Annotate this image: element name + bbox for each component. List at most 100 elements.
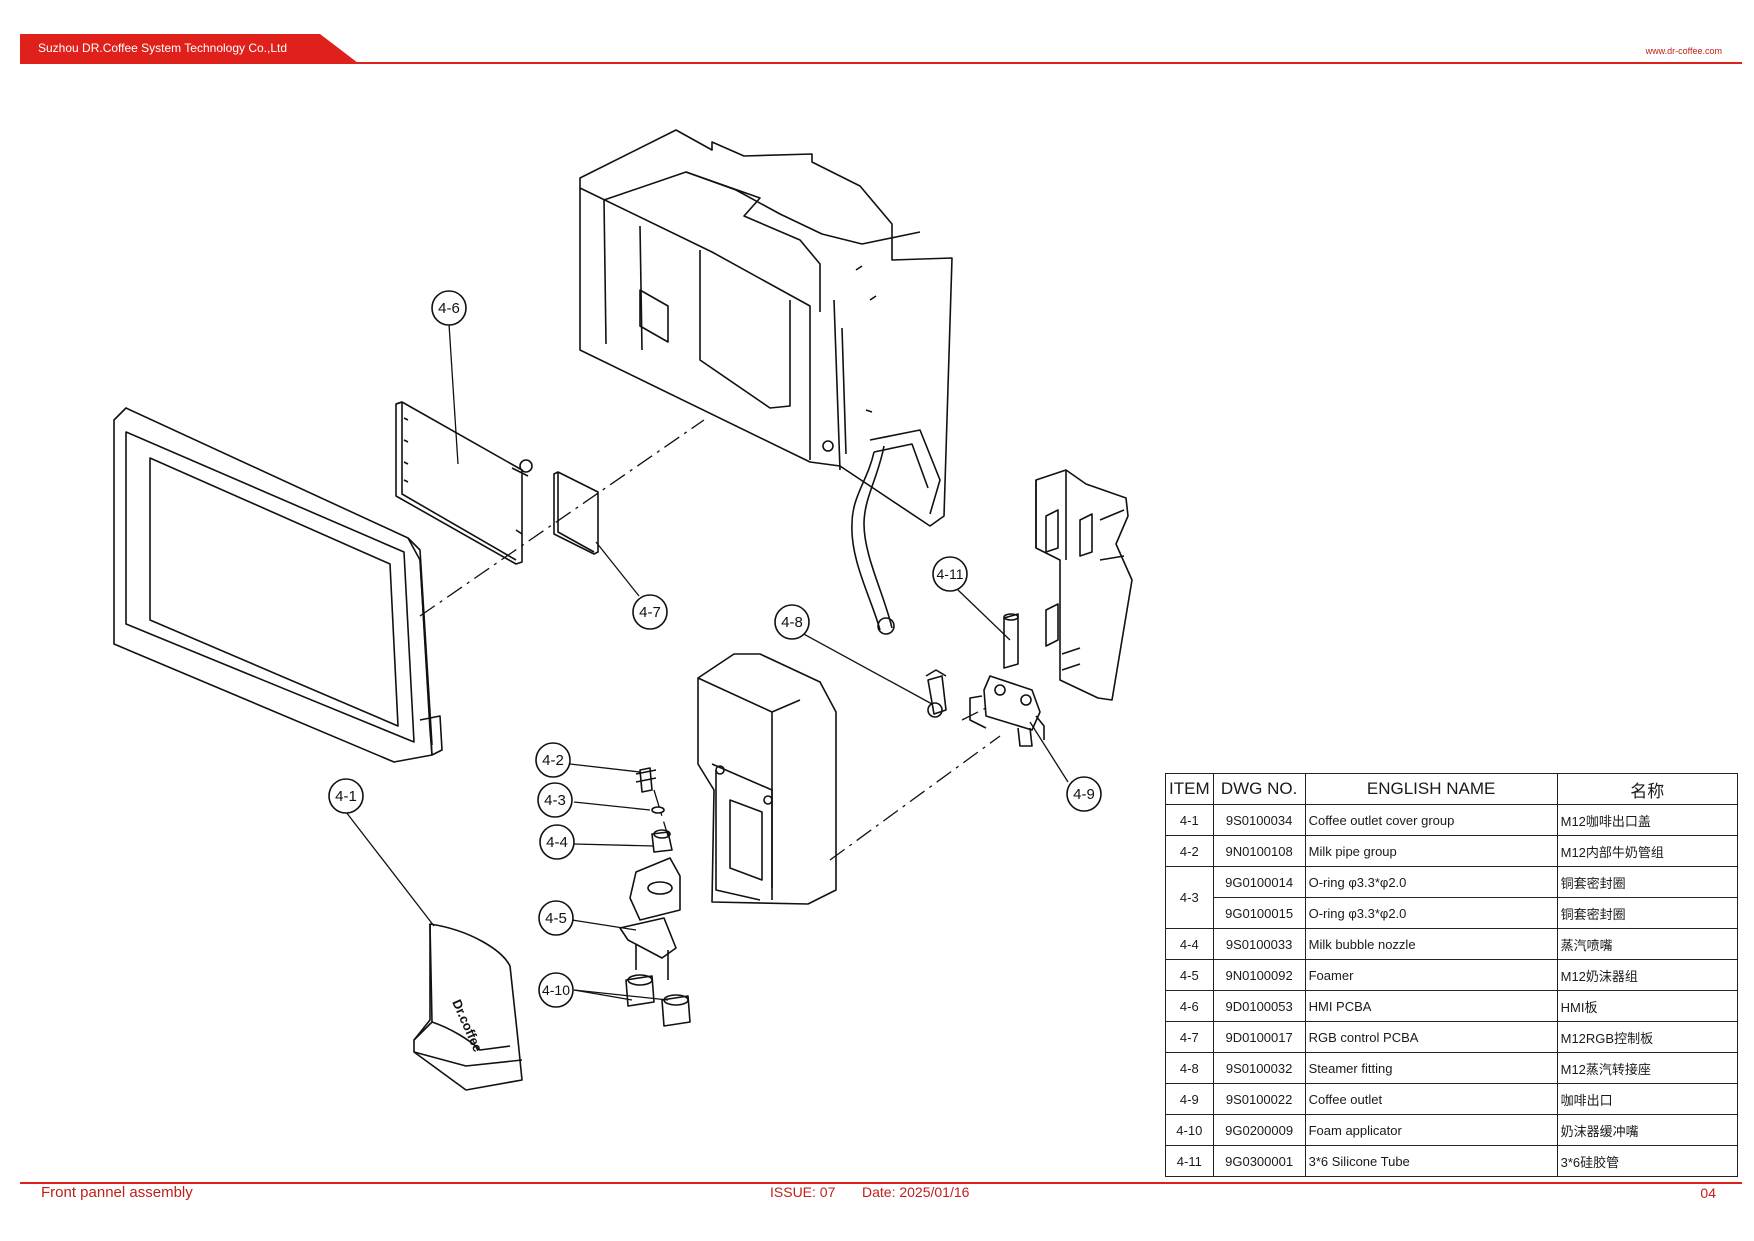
col-item: ITEM [1165, 773, 1214, 805]
header-rule [20, 62, 1742, 64]
cell-cn: M12咖啡出口盖 [1556, 804, 1739, 836]
callout-4-10: 4-10 [538, 972, 574, 1008]
cell-cn: 奶沫器缓冲嘴 [1556, 1114, 1739, 1146]
col-english-name: ENGLISH NAME [1304, 773, 1558, 805]
cell-dwg: 9G0100014 [1212, 866, 1306, 898]
table-row: 4-11 9G0300001 3*6 Silicone Tube 3*6硅胶管 [1165, 1145, 1739, 1177]
col-chinese-name: 名称 [1556, 773, 1739, 805]
cell-cn: M12内部牛奶管组 [1556, 835, 1739, 867]
table-row: 9G0100015 O-ring φ3.3*φ2.0 铜套密封圈 [1166, 897, 1739, 929]
cell-item: 4-11 [1165, 1145, 1214, 1177]
svg-text:4-8: 4-8 [781, 614, 803, 631]
callout-4-6: 4-6 [431, 290, 467, 326]
cell-cn: 铜套密封圈 [1556, 866, 1739, 898]
table-row: 4-2 9N0100108 Milk pipe group M12内部牛奶管组 [1165, 835, 1739, 867]
outlet-cover: Dr.coffee [413, 923, 523, 1091]
cell-dwg: 9G0300001 [1212, 1145, 1306, 1177]
table-row: 4-3 9G0100014 O-ring φ3.3*φ2.0 铜套密封圈 [1165, 866, 1739, 929]
cell-item: 4-10 [1165, 1114, 1214, 1146]
svg-text:4-7: 4-7 [639, 604, 661, 621]
svg-text:4-3: 4-3 [544, 792, 566, 809]
website-link[interactable]: www.dr-coffee.com [1645, 46, 1722, 56]
callout-bubbles: 4-1 4-2 4-3 4-4 4-5 4-6 4-7 4-8 4-9 4-10… [328, 290, 1102, 1008]
table-row: 4-5 9N0100092 Foamer M12奶沫器组 [1165, 959, 1739, 991]
footer-date: Date: 2025/01/16 [862, 1184, 970, 1200]
bom-table: ITEM DWG NO. ENGLISH NAME 名称 4-1 9S01000… [1165, 773, 1739, 1177]
cell-item: 4-5 [1165, 959, 1214, 991]
cell-en: Milk pipe group [1304, 835, 1558, 867]
svg-text:4-5: 4-5 [545, 910, 567, 927]
cell-cn: 铜套密封圈 [1556, 897, 1739, 929]
col-dwg-no: DWG NO. [1212, 773, 1306, 805]
cell-cn: M12蒸汽转接座 [1556, 1052, 1739, 1084]
svg-text:4-1: 4-1 [335, 788, 357, 805]
cell-dwg: 9S0100032 [1212, 1052, 1306, 1084]
cell-dwg: 9D0100017 [1212, 1021, 1306, 1053]
outlet-housing [697, 653, 837, 905]
footer-rule [20, 1182, 1742, 1184]
page-number: 04 [1700, 1185, 1716, 1201]
callout-4-8: 4-8 [774, 604, 810, 640]
cell-en: O-ring φ3.3*φ2.0 [1304, 897, 1558, 929]
cell-item: 4-9 [1165, 1083, 1214, 1115]
svg-text:4-2: 4-2 [542, 752, 564, 769]
callout-4-7: 4-7 [632, 594, 668, 630]
table-row: 4-6 9D0100053 HMI PCBA HMI板 [1165, 990, 1739, 1022]
table-row: 4-8 9S0100032 Steamer fitting M12蒸汽转接座 [1165, 1052, 1739, 1084]
callout-4-11: 4-11 [932, 556, 968, 592]
cell-en: HMI PCBA [1304, 990, 1558, 1022]
callout-4-5: 4-5 [538, 900, 574, 936]
cover-logo: Dr.coffee [449, 997, 485, 1054]
cell-item: 4-7 [1165, 1021, 1214, 1053]
cell-en: Coffee outlet [1304, 1083, 1558, 1115]
bom-header-row: ITEM DWG NO. ENGLISH NAME 名称 [1165, 773, 1739, 805]
svg-text:4-6: 4-6 [438, 300, 460, 317]
right-frame [1035, 469, 1133, 701]
cell-dwg: 9N0100092 [1212, 959, 1306, 991]
callout-4-4: 4-4 [539, 824, 575, 860]
header-tab [20, 34, 358, 63]
milk-nozzle-stack [619, 767, 691, 1027]
table-row: 4-7 9D0100017 RGB control PCBA M12RGB控制板 [1165, 1021, 1739, 1053]
cell-en: 3*6 Silicone Tube [1304, 1145, 1558, 1177]
cell-en: Foamer [1304, 959, 1558, 991]
cell-en: O-ring φ3.3*φ2.0 [1304, 866, 1558, 898]
svg-text:4-11: 4-11 [937, 566, 964, 582]
cell-item: 4-6 [1165, 990, 1214, 1022]
cell-item: 4-3 [1165, 866, 1214, 929]
coffee-outlet-part [969, 613, 1045, 747]
table-row: 4-10 9G0200009 Foam applicator 奶沫器缓冲嘴 [1165, 1114, 1739, 1146]
cell-cn: M12奶沫器组 [1556, 959, 1739, 991]
assembly-lines [419, 419, 1001, 861]
cell-en: Foam applicator [1304, 1114, 1558, 1146]
cell-cn: 蒸汽喷嘴 [1556, 928, 1739, 960]
footer-title: Front pannel assembly [41, 1184, 193, 1201]
cell-dwg: 9S0100022 [1212, 1083, 1306, 1115]
steamer-fitting-part [925, 669, 947, 718]
cell-item: 4-1 [1165, 804, 1214, 836]
rgb-pcba [553, 471, 599, 555]
leader-lines [345, 323, 1069, 1001]
callout-4-1: 4-1 [328, 778, 364, 814]
cell-dwg: 9G0100015 [1212, 897, 1306, 929]
company-name: Suzhou DR.Coffee System Technology Co.,L… [38, 41, 288, 55]
cell-en: Steamer fitting [1304, 1052, 1558, 1084]
cell-cn: 3*6硅胶管 [1556, 1145, 1739, 1177]
hmi-pcba [395, 401, 533, 565]
svg-text:4-10: 4-10 [542, 982, 570, 998]
footer-issue: ISSUE: 07 [770, 1184, 836, 1200]
cell-dwg: 9N0100108 [1212, 835, 1306, 867]
table-row: 4-9 9S0100022 Coffee outlet 咖啡出口 [1165, 1083, 1739, 1115]
cell-en: Milk bubble nozzle [1304, 928, 1558, 960]
callout-4-9: 4-9 [1066, 776, 1102, 812]
cell-cn: M12RGB控制板 [1556, 1021, 1739, 1053]
table-row: 4-1 9S0100034 Coffee outlet cover group … [1165, 804, 1739, 836]
svg-text:4-4: 4-4 [546, 834, 568, 851]
main-chassis [579, 129, 953, 635]
callout-4-2: 4-2 [535, 742, 571, 778]
cell-dwg: 9S0100034 [1212, 804, 1306, 836]
cell-dwg: 9S0100033 [1212, 928, 1306, 960]
cell-item: 4-4 [1165, 928, 1214, 960]
cell-en: Coffee outlet cover group [1304, 804, 1558, 836]
cell-item: 4-2 [1165, 835, 1214, 867]
